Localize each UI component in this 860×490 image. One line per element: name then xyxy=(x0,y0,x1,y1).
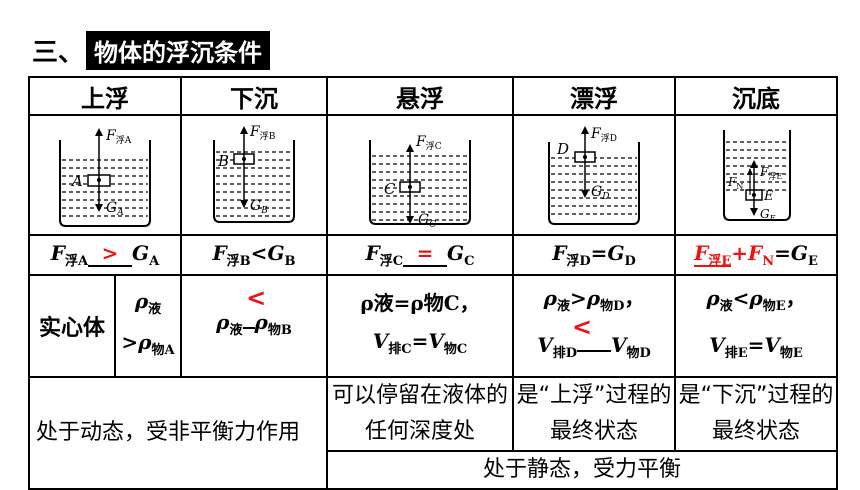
gravity-label-a: GA xyxy=(106,200,124,218)
diagram-up-cell: A F浮A GA xyxy=(28,114,182,236)
force-up: F浮A>GA xyxy=(28,234,182,276)
header-suspend: 悬浮 xyxy=(326,76,514,116)
beaker-sink-diagram: F浮E FN E GE xyxy=(723,130,791,223)
buoyancy-label-e: F浮E xyxy=(759,165,782,181)
state-static: 处于静态，受力平衡 xyxy=(326,450,838,490)
buoyancy-label-b: F浮B xyxy=(249,124,276,142)
header-up: 上浮 xyxy=(28,76,182,116)
object-label-d: D xyxy=(556,140,569,158)
diagram-suspend-cell: C F浮C GC xyxy=(326,114,514,236)
solid-body-label: 实心体 xyxy=(30,276,116,376)
header-row: 上浮 下沉 悬浮 漂浮 沉底 xyxy=(28,76,838,116)
density-up-text: ρ液 >ρ物A xyxy=(121,289,175,358)
section-number: 三、 xyxy=(32,37,85,68)
object-label-a: A xyxy=(70,172,83,190)
density-sink: ρ液<ρ物E， V排E=V物E xyxy=(674,274,838,378)
diagram-down-cell: B F浮B GB xyxy=(180,114,328,236)
support-label-e: FN xyxy=(727,175,743,191)
gravity-label-b: GB xyxy=(250,198,268,216)
density-suspend: ρ液=ρ物C， V排C=V物C xyxy=(326,274,514,378)
diagram-float-cell: D F浮D GD xyxy=(512,114,676,236)
force-sink: F浮E+FN=GE xyxy=(674,234,838,276)
gravity-label-c: GC xyxy=(418,212,436,230)
state-row: 处于动态，受非平衡力作用 可以停留在液体的任何深度处 是“上浮”过程的最终状态 … xyxy=(28,376,838,490)
section-heading: 物体的浮沉条件 xyxy=(86,30,271,70)
section-title: 三、 物体的浮沉条件 xyxy=(32,30,271,70)
state-dynamic: 处于动态，受非平衡力作用 xyxy=(28,376,328,490)
state-float: 是“上浮”过程的最终状态 xyxy=(512,376,676,452)
diagram-sink-cell: F浮E FN E GE xyxy=(674,114,838,236)
state-suspend: 可以停留在液体的任何深度处 xyxy=(326,376,514,452)
force-row: F浮A>GA F浮B<GB F浮C=GC F浮D=GD F浮E+FN=GE xyxy=(28,234,838,276)
header-down: 下沉 xyxy=(180,76,328,116)
beaker-float-diagram: D F浮D GD xyxy=(548,126,640,225)
diagram-row: A F浮A GA B xyxy=(28,114,838,236)
state-sink: 是“下沉”过程的最终状态 xyxy=(674,376,838,452)
gravity-label-e: GE xyxy=(760,207,776,223)
density-up: 实心体 ρ液 >ρ物A xyxy=(28,274,182,378)
buoyancy-label-c: F浮C xyxy=(415,134,442,152)
buoyancy-table: 上浮 下沉 悬浮 漂浮 沉底 A F浮 xyxy=(28,76,838,490)
gravity-label-d: GD xyxy=(591,184,609,202)
force-float: F浮D=GD xyxy=(512,234,676,276)
header-sink: 沉底 xyxy=(674,76,838,116)
buoyancy-label-a: F浮A xyxy=(105,128,132,146)
object-label-e: E xyxy=(763,189,774,204)
force-suspend: F浮C=GC xyxy=(326,234,514,276)
beaker-down-diagram: B F浮B GB xyxy=(213,124,295,223)
object-label-c: C xyxy=(384,180,396,198)
buoyancy-label-d: F浮D xyxy=(590,126,617,144)
object-label-b: B xyxy=(217,152,229,170)
header-float: 漂浮 xyxy=(512,76,676,116)
beaker-up-diagram: A F浮A GA xyxy=(59,128,151,227)
state-row-2: 处于静态，受力平衡 xyxy=(29,450,838,490)
beaker-suspend-diagram: C F浮C GC xyxy=(369,134,471,230)
force-down: F浮B<GB xyxy=(180,234,328,276)
